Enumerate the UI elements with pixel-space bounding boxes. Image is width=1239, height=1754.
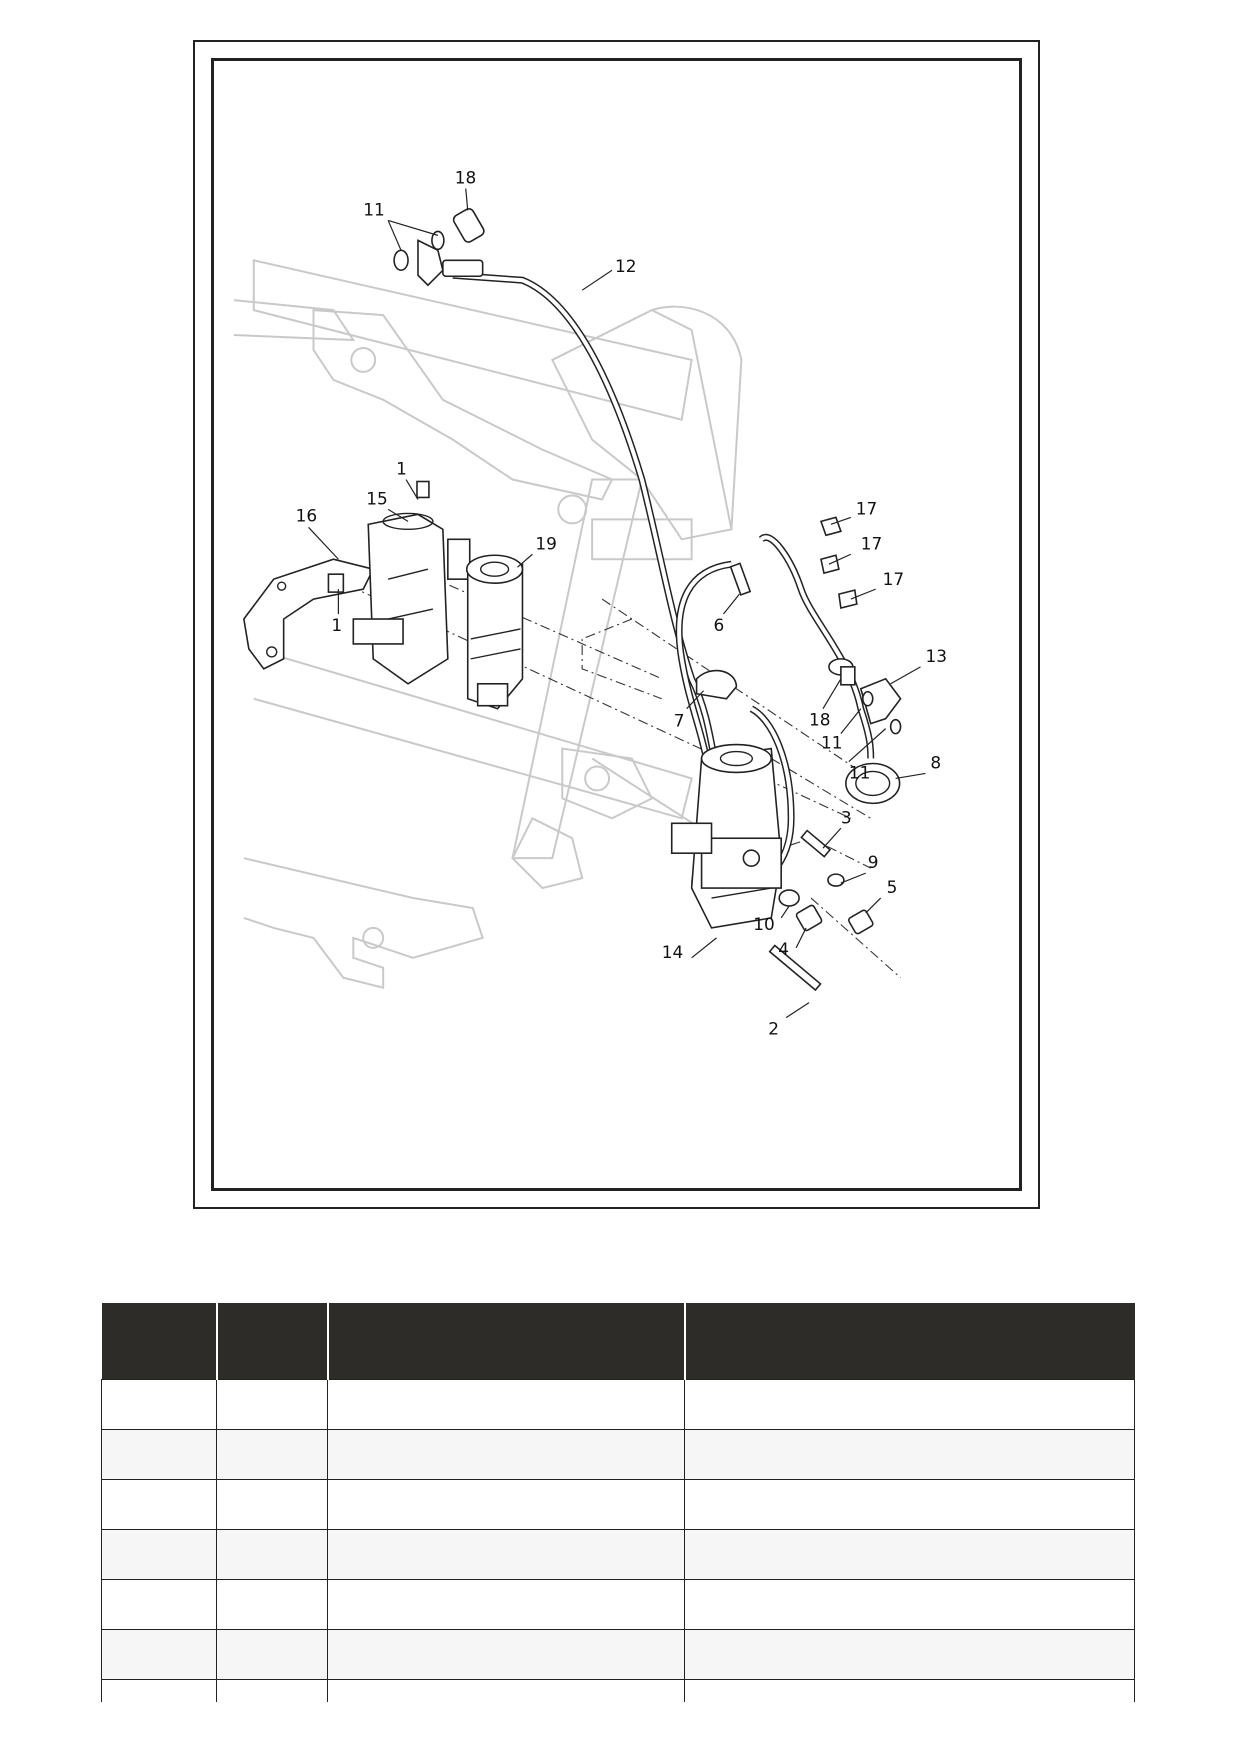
bracket-15 bbox=[327, 480, 471, 685]
table-cell bbox=[684, 1379, 1135, 1430]
callout-8: 8 bbox=[930, 752, 941, 772]
parts-list-table bbox=[101, 1303, 1135, 1702]
header-cell bbox=[684, 1303, 1135, 1380]
washer-8 bbox=[845, 762, 901, 805]
table-cell bbox=[684, 1679, 1135, 1702]
table-row bbox=[101, 1529, 1135, 1580]
table-cell bbox=[684, 1579, 1135, 1630]
callout-10: 10 bbox=[753, 914, 775, 934]
table-row bbox=[101, 1679, 1135, 1702]
callout-17-b: 17 bbox=[861, 533, 883, 553]
frame-outline bbox=[233, 259, 743, 989]
callout-14: 14 bbox=[662, 942, 684, 962]
table-cell bbox=[101, 1479, 217, 1530]
table-cell bbox=[684, 1529, 1135, 1580]
table-cell bbox=[216, 1379, 328, 1430]
table-cell bbox=[101, 1579, 217, 1630]
callout-17-c: 17 bbox=[883, 569, 905, 589]
bolt-6 bbox=[729, 562, 752, 596]
abs-modulator-19 bbox=[465, 554, 524, 710]
callout-labels: 18 11 12 1 15 16 19 1 17 17 17 6 13 7 18… bbox=[296, 168, 947, 1039]
callout-11-mid: 11 bbox=[821, 733, 843, 753]
table-cell bbox=[101, 1379, 217, 1430]
table-cell bbox=[101, 1529, 217, 1580]
callout-13: 13 bbox=[925, 646, 947, 666]
table-cell bbox=[101, 1629, 217, 1680]
callout-11-low: 11 bbox=[849, 762, 871, 782]
table-cell bbox=[216, 1479, 328, 1530]
diagram-inner-frame: 18 11 12 1 15 16 19 1 17 17 17 6 13 7 18… bbox=[211, 58, 1022, 1191]
callout-3: 3 bbox=[841, 807, 852, 827]
table-cell bbox=[101, 1429, 217, 1480]
header-cell bbox=[216, 1303, 329, 1380]
table-cell bbox=[216, 1529, 328, 1580]
clips-17 bbox=[819, 516, 858, 610]
banjo-bolt-top bbox=[393, 208, 485, 287]
table-header-row bbox=[101, 1303, 1135, 1380]
fasteners-lower bbox=[768, 873, 874, 992]
leader-lines bbox=[308, 188, 926, 1019]
table-cell bbox=[684, 1429, 1135, 1480]
header-cell bbox=[101, 1303, 218, 1380]
exploded-parts-diagram: 18 11 12 1 15 16 19 1 17 17 17 6 13 7 18… bbox=[233, 168, 947, 1039]
table-row bbox=[101, 1629, 1135, 1680]
table-cell bbox=[216, 1679, 328, 1702]
table-row bbox=[101, 1429, 1135, 1480]
hose-clip-7 bbox=[695, 669, 738, 700]
mounting-bracket-16 bbox=[243, 558, 375, 670]
table-cell bbox=[327, 1629, 685, 1680]
table-cell bbox=[101, 1679, 217, 1702]
callout-19: 19 bbox=[535, 533, 557, 553]
diagram-outer-frame: 18 11 12 1 15 16 19 1 17 17 17 6 13 7 18… bbox=[193, 40, 1040, 1209]
callout-17-a: 17 bbox=[856, 498, 878, 518]
callout-1-side: 1 bbox=[331, 615, 342, 635]
table-cell bbox=[327, 1429, 685, 1480]
callout-18-side: 18 bbox=[809, 710, 831, 730]
callout-15: 15 bbox=[366, 488, 388, 508]
table-row bbox=[101, 1479, 1135, 1530]
callout-11-top: 11 bbox=[363, 199, 385, 219]
table-cell bbox=[216, 1629, 328, 1680]
callout-4: 4 bbox=[778, 939, 789, 959]
hydraulic-unit-14 bbox=[670, 743, 782, 929]
callout-6: 6 bbox=[714, 615, 725, 635]
callout-2: 2 bbox=[768, 1019, 779, 1039]
table-cell bbox=[327, 1379, 685, 1430]
header-cell bbox=[327, 1303, 686, 1380]
table-cell bbox=[327, 1679, 685, 1702]
callout-5: 5 bbox=[887, 877, 898, 897]
table-row bbox=[101, 1379, 1135, 1430]
callout-18-top: 18 bbox=[455, 168, 477, 188]
table-cell bbox=[327, 1529, 685, 1580]
union-13 bbox=[828, 658, 902, 735]
callout-16: 16 bbox=[296, 505, 318, 525]
table-cell bbox=[216, 1429, 328, 1480]
screw-3 bbox=[800, 829, 832, 858]
table-cell bbox=[327, 1579, 685, 1630]
callout-12: 12 bbox=[615, 256, 637, 276]
table-cell bbox=[684, 1629, 1135, 1680]
table-cell bbox=[216, 1579, 328, 1630]
callout-7: 7 bbox=[674, 711, 685, 731]
callout-1-top: 1 bbox=[396, 459, 407, 479]
table-row bbox=[101, 1579, 1135, 1630]
table-cell bbox=[327, 1479, 685, 1530]
table-cell bbox=[684, 1479, 1135, 1530]
callout-9: 9 bbox=[868, 852, 879, 872]
